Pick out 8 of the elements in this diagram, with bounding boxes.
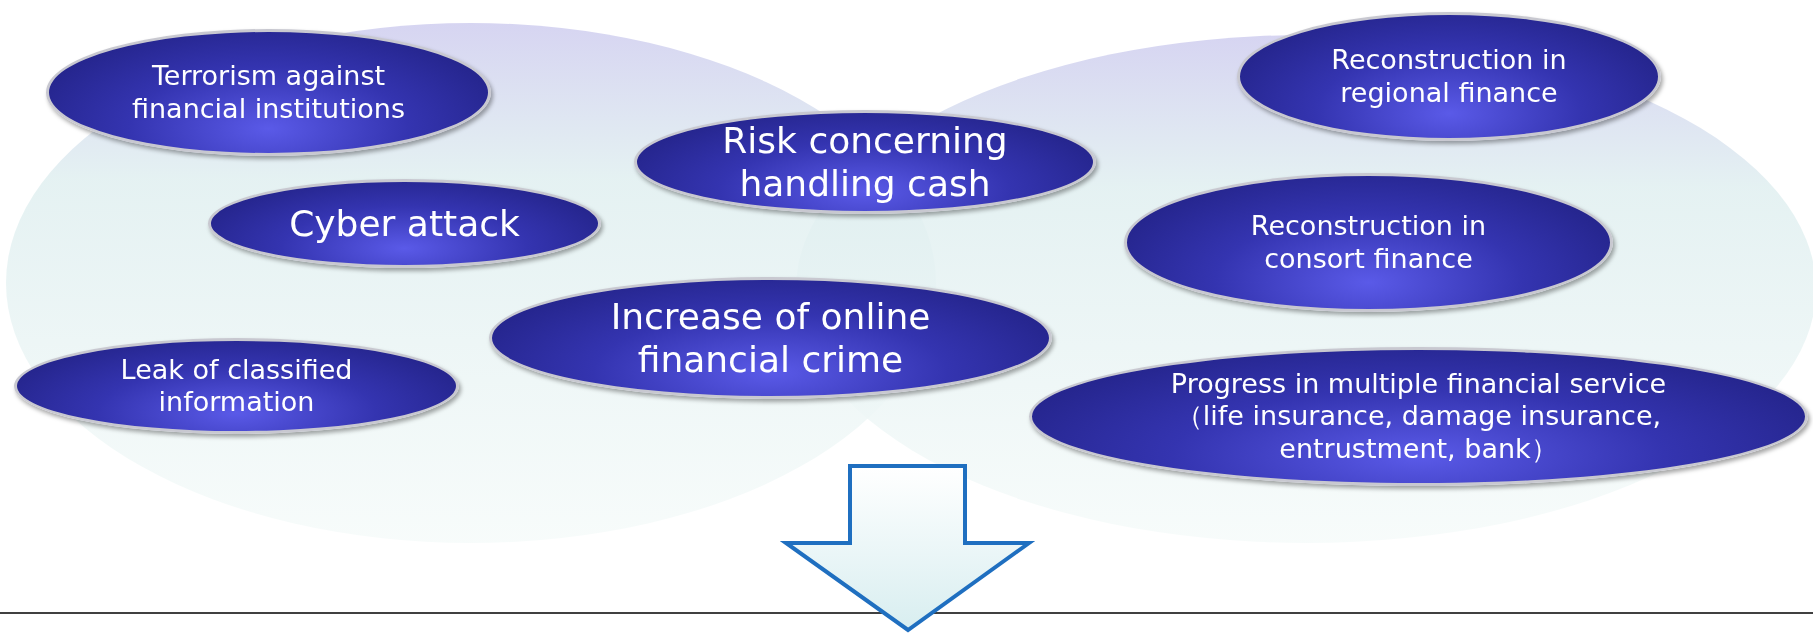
node-label: Reconstruction in consort finance (1249, 210, 1488, 275)
node-label: Reconstruction in regional finance (1330, 44, 1568, 109)
node-label: Progress in multiple financial service （life insurance, damage insurance, entrustment, bank） (1169, 367, 1668, 466)
node-label: Cyber attack (289, 201, 520, 246)
node-label: Risk concerning handling cash (721, 118, 1009, 206)
node-label: Terrorism against financial institutions (131, 60, 406, 125)
node-label: Increase of online financial crime (609, 294, 932, 382)
node-label: Leak of classified information (119, 353, 354, 419)
